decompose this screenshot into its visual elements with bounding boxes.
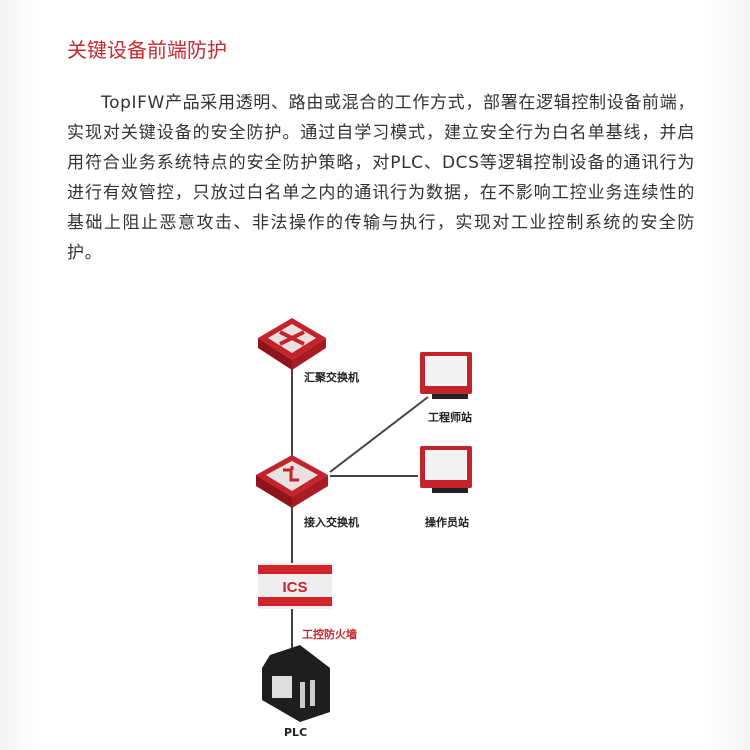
firewall-badge: ICS: [282, 579, 307, 596]
connection-lines: [291, 345, 429, 660]
access-switch-icon: [256, 455, 328, 508]
access-switch-label: 接入交换机: [304, 516, 359, 529]
plc-icon: [262, 645, 330, 722]
aggregation-switch-label: 汇聚交换机: [304, 371, 359, 384]
plc-label: PLC: [284, 726, 308, 739]
operator-station-icon: [420, 446, 472, 493]
right-margin: [705, 0, 750, 750]
aggregation-switch-icon: [258, 318, 326, 370]
firewall-icon: ICS: [258, 563, 332, 609]
firewall-label: 工控防火墙: [302, 628, 357, 641]
description-paragraph: TopIFW产品采用透明、路由或混合的工作方式，部署在逻辑控制设备前端，实现对关…: [67, 93, 695, 263]
engineer-station-label: 工程师站: [428, 411, 472, 424]
left-margin: [0, 0, 40, 750]
section-title: 关键设备前端防护: [67, 38, 227, 62]
engineer-station-icon: [420, 352, 472, 399]
operator-station-label: 操作员站: [425, 516, 469, 529]
